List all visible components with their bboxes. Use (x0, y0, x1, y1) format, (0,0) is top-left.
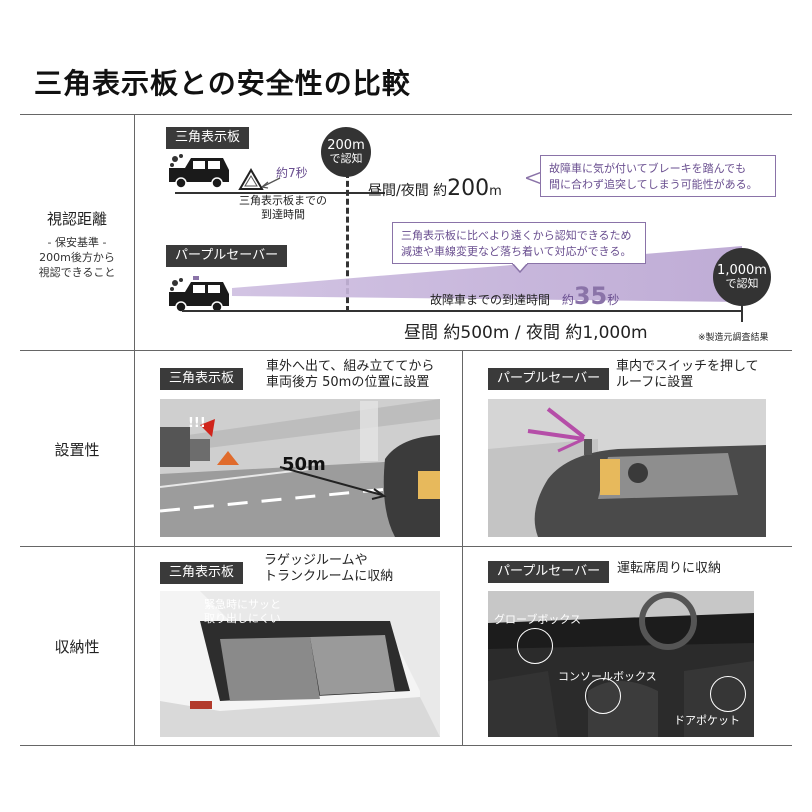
storage-right-tag: パープルセーバー (488, 561, 610, 583)
storage-right-desc: 運転席周りに収納 (617, 561, 722, 576)
car-icon (169, 154, 229, 189)
row-divider (20, 546, 792, 547)
callout-pointer (526, 172, 542, 184)
storage-left-tag: 三角表示板 (160, 562, 244, 584)
storage-left-desc: ラゲッジルームや トランクルームに収納 (264, 553, 393, 585)
install-left-desc-line: 車外へ出て、組み立ててから (266, 359, 435, 374)
daynight-unit: m (489, 184, 502, 199)
arrival-prefix: 約 (561, 293, 574, 307)
circle-1000m: 1,000m で認知 (713, 248, 771, 306)
triangle-tag: 三角表示板 (166, 127, 250, 149)
circle-200m-caption: で認知 (329, 152, 363, 165)
road-line (175, 192, 385, 194)
car-icon (169, 276, 229, 313)
row-label-text: 視認距離 (46, 210, 107, 228)
highway-scene-illustration (160, 399, 440, 537)
car-interior-image (488, 591, 754, 737)
doorpocket-label: ドアポケット (674, 714, 740, 727)
storage-left-desc-line: トランクルームに収納 (264, 569, 394, 584)
circle-200m-value: 200m (327, 138, 365, 153)
storage-left-desc-line: ラゲッジルームや (264, 553, 368, 568)
row-label-installation: 設置性 (54, 441, 100, 459)
road-end-marker (741, 300, 743, 322)
doorpocket-highlight (710, 676, 746, 712)
trunk-photo-note-line: 取り出しにくい (204, 612, 281, 625)
purple-callout-line: 減速や車線変更など落ち着いて対応ができる。 (401, 245, 632, 258)
arrow-icon (261, 177, 281, 189)
row-label-visibility: 視認距離 - 保安基準 - 200m後方から 視認できること (20, 208, 134, 280)
install-left-desc-line: 車両後方 50mの位置に設置 (266, 375, 430, 390)
row-label-storage: 収納性 (54, 638, 100, 656)
fifty-meter-label: 50m (282, 454, 326, 475)
warning-callout: 故障車に気が付いてブレーキを踏んでも 間に合わず追突してしまう可能性がある。 (540, 155, 776, 197)
road-line (182, 310, 742, 312)
triangle-time-line: 三角表示板までの (239, 194, 327, 207)
car-roof-illustration (488, 399, 766, 537)
table-top-border (20, 114, 792, 115)
trunk-photo-note-line: 緊急時にサッと (204, 598, 281, 611)
install-left-tag: 三角表示板 (160, 368, 244, 390)
warning-line: 故障車に気が付いてブレーキを踏んでも (549, 162, 747, 175)
triangle-time-line: 到達時間 (261, 208, 305, 221)
daynight-value: 200 (447, 176, 490, 201)
glovebox-highlight (517, 628, 553, 664)
page-title: 三角表示板との安全性の比較 (34, 67, 411, 100)
circle-1000m-caption: で認知 (725, 277, 759, 290)
row-label-sub: 視認できること (38, 266, 116, 279)
warning-line: 間に合わず追突してしまう可能性がある。 (549, 178, 758, 191)
install-right-desc-line: ルーフに設置 (616, 375, 694, 390)
glovebox-label: グローブボックス (494, 613, 582, 626)
car-interior-illustration (488, 591, 754, 737)
arrival-label: 故障車までの到達時間 (430, 293, 551, 307)
distance-text: 昼間 約500m / 夜間 約1,000m (404, 323, 648, 343)
trunk-illustration (160, 591, 440, 737)
row-divider (20, 350, 792, 351)
purple-saver-tag: パープルセーバー (166, 245, 288, 267)
install-right-desc: 車内でスイッチを押して ルーフに設置 (616, 359, 759, 391)
column-divider (134, 114, 135, 745)
purple-callout-line: 三角表示板に比べより遠くから認知できるため (401, 229, 632, 242)
highway-scene-image (160, 399, 440, 537)
circle-1000m-value: 1,000m (717, 263, 767, 278)
row-label-sub: 200m後方から (39, 251, 115, 264)
purple-callout: 三角表示板に比べより遠くから認知できるため 減速や車線変更など落ち着いて対応がで… (392, 222, 646, 264)
row-label-sub: - 保安基準 - (47, 236, 107, 249)
trunk-photo-note: 緊急時にサッと 取り出しにくい (204, 598, 281, 626)
footnote: ※製造元調査結果 (698, 333, 769, 343)
column-divider (462, 350, 463, 745)
trunk-image (160, 591, 440, 737)
daynight-200-text: 昼間/夜間 約200m (368, 176, 502, 201)
install-right-tag: パープルセーバー (488, 368, 610, 390)
arrival-value: 35 (573, 282, 608, 310)
console-label: コンソールボックス (558, 670, 657, 683)
arrival-time-text: 故障車までの到達時間 約35秒 (430, 282, 619, 310)
console-highlight (585, 678, 621, 714)
triangle-time-label: 三角表示板までの 到達時間 (239, 194, 327, 222)
warning-triangle-icon (238, 168, 264, 190)
install-right-desc-line: 車内でスイッチを押して (616, 359, 759, 374)
install-left-desc: 車外へ出て、組み立ててから 車両後方 50mの位置に設置 (266, 359, 434, 391)
arrival-unit: 秒 (607, 293, 620, 307)
alert-mark: !!! (188, 416, 206, 431)
table-bottom-border (20, 745, 792, 746)
approx-7-seconds: 約7秒 (276, 166, 308, 180)
circle-200m: 200m で認知 (321, 127, 371, 177)
dashed-200m-line (346, 172, 349, 312)
car-roof-image (488, 399, 766, 537)
daynight-prefix: 昼間/夜間 約 (368, 183, 448, 199)
callout-pointer (512, 263, 528, 273)
